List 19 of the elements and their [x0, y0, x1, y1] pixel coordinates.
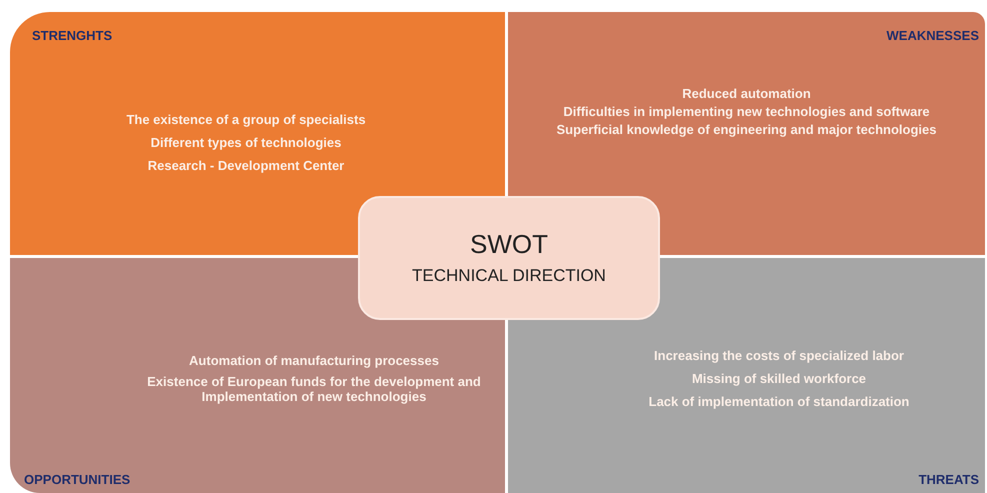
quadrant-heading: THREATS [918, 472, 979, 487]
quadrant-panel [508, 258, 985, 493]
list-item: Reduced automation [681, 86, 812, 101]
list-item: Superficial knowledge of engineering and major technologies [556, 122, 938, 137]
list-item: Increasing the costs of specialized labor [653, 348, 905, 363]
list-item: Missing of skilled workforce [690, 371, 868, 386]
center-box [358, 196, 660, 320]
list-item: Automation of manufacturing processes [188, 353, 440, 368]
list-item: Research - Development Center [146, 158, 346, 173]
list-item: Existence of European funds for the development and Implementation of new technologies [146, 374, 482, 404]
list-item: Difficulties in implementing new technologies and software [562, 104, 931, 119]
title-text: SWOT [469, 230, 549, 259]
quadrant-heading: OPPORTUNITIES [24, 472, 130, 487]
list-item: The existence of a group of specialists [125, 112, 367, 127]
quadrant-heading: STRENGHTS [32, 28, 112, 43]
list-item: Different types of technologies [150, 135, 342, 150]
quadrant-heading: WEAKNESSES [886, 28, 979, 43]
list-item: Lack of implementation of standardization [648, 394, 910, 409]
subtitle-text: TECHNICAL DIRECTION [411, 266, 607, 286]
